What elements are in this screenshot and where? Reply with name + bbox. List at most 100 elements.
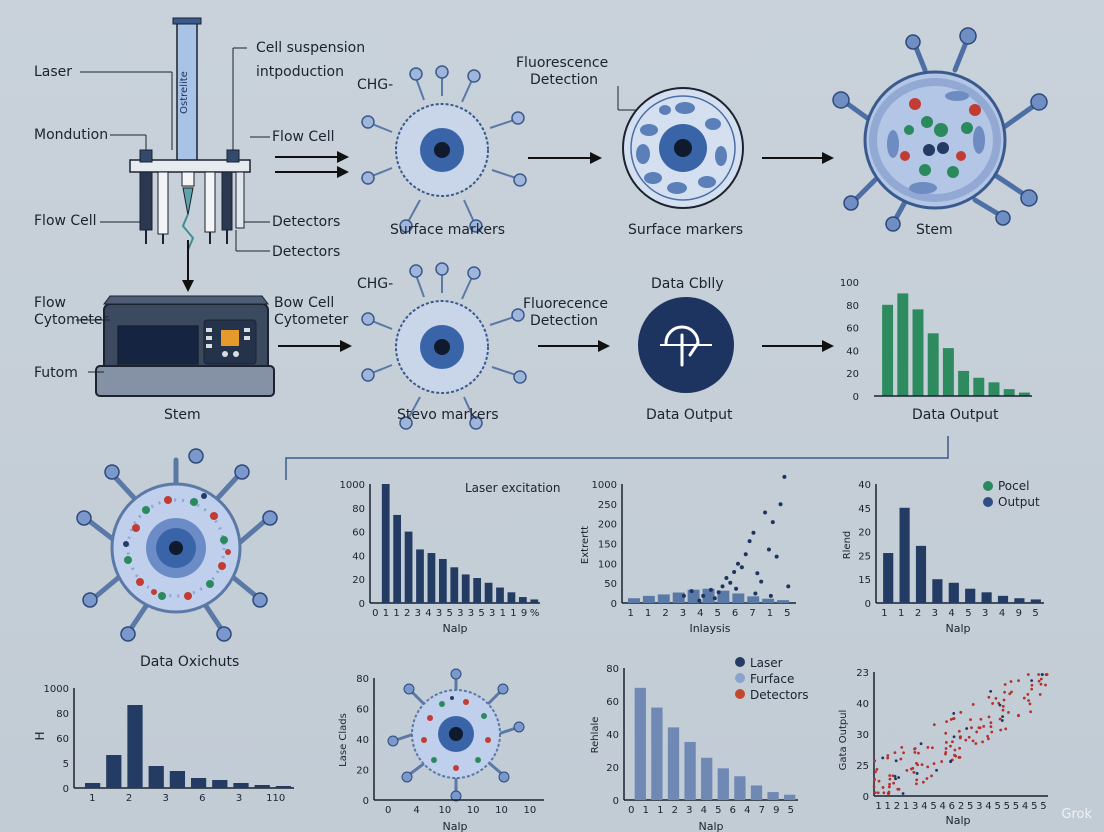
y-tick-label: 100	[598, 559, 617, 570]
data-point	[949, 759, 953, 763]
data-point	[1039, 677, 1043, 681]
data-point	[897, 776, 901, 779]
x-tick-label: 10	[467, 805, 480, 816]
y-tick-label: 40	[856, 699, 869, 710]
data-point	[957, 755, 961, 759]
data-point	[902, 751, 905, 755]
y-tick-label: 250	[598, 500, 617, 511]
data-point	[681, 593, 686, 598]
data-point	[1030, 687, 1034, 691]
y-tick-label: 80	[56, 709, 69, 720]
data-point	[967, 735, 971, 739]
data-point	[953, 753, 956, 757]
legend-swatch	[735, 689, 745, 699]
bar	[701, 757, 713, 800]
label-data-oxichuts: Data Oxichuts	[140, 654, 240, 670]
data-point	[987, 715, 991, 719]
label-data-output-2: Data Output	[912, 407, 999, 423]
data-point	[701, 593, 706, 598]
data-point	[716, 590, 721, 595]
y-tick-label: 1000	[44, 684, 69, 695]
data-point	[998, 717, 1002, 721]
x-tick-label: 1	[645, 608, 651, 619]
x-tick-label: 4	[921, 801, 927, 812]
bar	[1014, 598, 1025, 603]
x-tick-label: 4	[948, 608, 954, 619]
data-point	[875, 768, 879, 771]
data-point	[915, 778, 919, 782]
bar	[973, 377, 985, 396]
data-point	[747, 539, 752, 544]
x-tick-label: 4	[425, 608, 431, 619]
data-point	[1041, 673, 1044, 676]
stem-cell-2	[76, 448, 278, 642]
x-tick-label: 2	[915, 608, 921, 619]
data-point	[734, 586, 739, 591]
data-point	[965, 727, 969, 730]
x-tick-label: 3	[468, 608, 474, 619]
data-point	[944, 731, 948, 735]
x-tick-label: 0	[385, 805, 391, 816]
x-tick-label: 3	[932, 608, 938, 619]
data-point	[1037, 679, 1041, 683]
y-tick-label: 20	[846, 369, 859, 380]
legend-swatch	[983, 497, 993, 507]
data-point	[1003, 683, 1007, 686]
data-point	[979, 717, 983, 721]
y-tick-label: 1000	[592, 480, 617, 491]
legend-label: Pocel	[998, 479, 1029, 493]
x-tick-label: 1	[881, 608, 887, 619]
y-tick-label: 0	[853, 392, 859, 403]
x-tick-label: 5	[788, 805, 794, 816]
bar	[393, 514, 402, 603]
y-tick-label: 15	[858, 575, 871, 586]
data-point	[920, 763, 924, 767]
bar	[518, 597, 527, 603]
y-tick-label: 30	[856, 730, 869, 741]
x-tick-label: 6	[199, 793, 205, 804]
data-point	[774, 554, 779, 559]
data-point	[1001, 715, 1004, 719]
data-point	[977, 726, 981, 730]
manifold-plate	[129, 159, 251, 173]
x-tick-label: 1	[767, 608, 773, 619]
label-surface-markers-2: Surface markers	[628, 222, 744, 238]
x-tick-label: 5	[930, 801, 936, 812]
data-point	[755, 571, 760, 576]
bar	[275, 786, 292, 788]
bar	[438, 558, 447, 603]
label-stem-2: Stem	[164, 407, 201, 423]
data-point	[952, 735, 956, 739]
data-point	[888, 782, 891, 786]
data-point	[873, 791, 877, 795]
x-tick-label: 9	[1016, 608, 1022, 619]
label-bow-cell: Bow Cell	[274, 295, 335, 311]
data-point	[921, 780, 925, 784]
data-point	[1029, 710, 1033, 714]
y-tick-label: 40	[606, 730, 619, 741]
x-tick-label: 2	[958, 801, 964, 812]
label-futom: Futom	[34, 365, 78, 381]
bar	[634, 687, 646, 800]
data-point	[888, 777, 892, 781]
data-point	[949, 760, 953, 764]
data-point	[958, 735, 962, 739]
data-point	[1045, 673, 1049, 676]
y-tick-label: 0	[613, 796, 619, 807]
data-point	[896, 787, 900, 791]
data-point	[1028, 702, 1032, 706]
bar	[212, 780, 228, 788]
x-tick-label: 3	[415, 608, 421, 619]
data-point	[932, 762, 936, 766]
bar	[717, 768, 729, 800]
x-tick-label: 9	[773, 805, 779, 816]
bar	[958, 370, 970, 396]
stem-cell-1	[832, 27, 1048, 232]
data-point	[1001, 708, 1005, 712]
data-point	[720, 584, 725, 589]
y-tick-label: 60	[846, 324, 859, 335]
x-tick-label: 1	[643, 805, 649, 816]
x-tick-label: 4	[701, 805, 707, 816]
x-tick-label: 3	[457, 608, 463, 619]
data-point	[786, 584, 791, 589]
